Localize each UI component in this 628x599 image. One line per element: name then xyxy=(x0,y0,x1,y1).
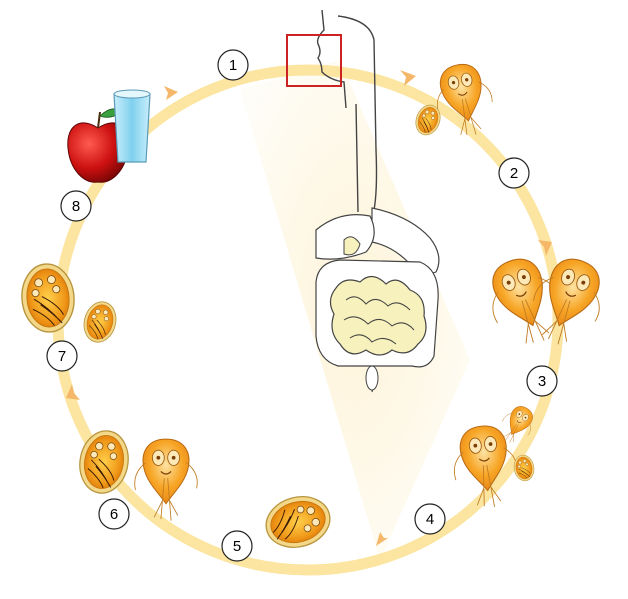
step-marker-8: 8 xyxy=(60,190,92,222)
cyst-icon xyxy=(79,297,121,347)
mouth-focus-box xyxy=(286,34,342,87)
cyst-icon xyxy=(18,261,78,335)
step-number: 2 xyxy=(510,165,518,182)
step-marker-3: 3 xyxy=(526,365,558,397)
step-marker-1: 1 xyxy=(217,49,249,81)
head-profile-icon xyxy=(316,9,378,219)
cycle-arrow-5 xyxy=(66,384,80,400)
dividing-trophozoite-group xyxy=(477,249,615,355)
step-marker-2: 2 xyxy=(498,157,530,189)
step-number: 5 xyxy=(233,538,241,555)
water-glass-icon xyxy=(113,89,151,163)
step-marker-7: 7 xyxy=(46,340,78,372)
cyst-group-step-7 xyxy=(18,261,121,347)
step-number: 6 xyxy=(110,506,118,523)
cycle-arrow-2 xyxy=(400,70,416,86)
step-number: 3 xyxy=(538,373,546,390)
digestive-tract-icon xyxy=(315,207,440,393)
step-markers: 1 2 3 4 5 6 7 8 xyxy=(46,49,558,562)
step-number: 7 xyxy=(58,348,66,365)
step-number: 8 xyxy=(72,198,80,215)
step-marker-4: 4 xyxy=(414,503,446,535)
step-marker-5: 5 xyxy=(221,530,253,562)
cycle-arrow-1 xyxy=(164,86,178,100)
cyst-icon xyxy=(259,489,337,555)
cycle-arrow-4 xyxy=(376,532,388,546)
step-number: 1 xyxy=(229,57,237,74)
step-number: 4 xyxy=(426,511,434,528)
step-marker-6: 6 xyxy=(98,498,130,530)
cycle-arrows xyxy=(66,70,552,546)
cycle-arrow-3 xyxy=(538,240,552,256)
